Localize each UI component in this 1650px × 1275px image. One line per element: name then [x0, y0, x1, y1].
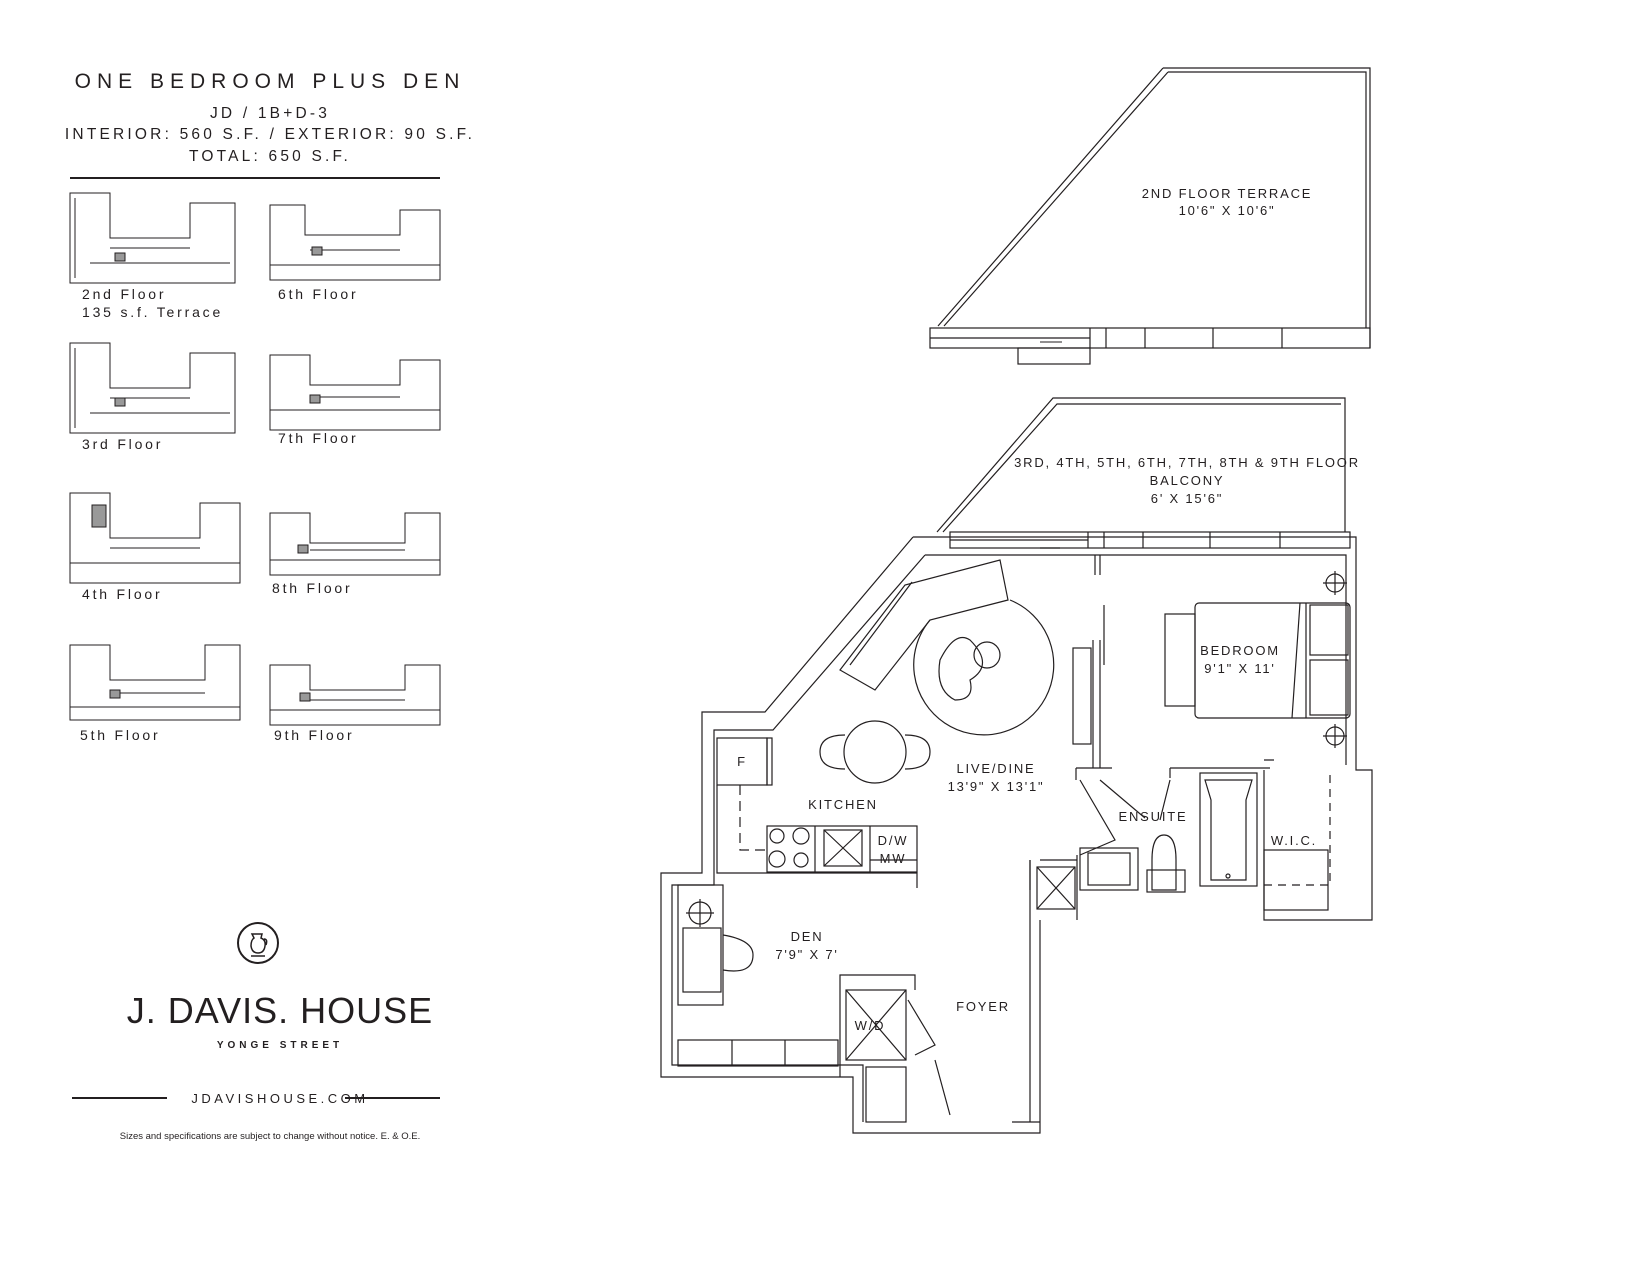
bedroom-label: BEDROOM — [1200, 643, 1280, 658]
keyplan-label: 9th Floor — [274, 727, 355, 743]
live-dine-label: LIVE/DINE — [956, 761, 1035, 776]
keyplan-6th-floor — [269, 204, 441, 281]
washer-dryer-label: W/D — [855, 1018, 886, 1033]
keyplan-7th-floor — [269, 354, 441, 431]
fridge-label: F — [737, 754, 747, 769]
pitcher-logo-icon — [237, 922, 279, 964]
keyplan-label: 7th Floor — [278, 430, 359, 446]
dining-table — [819, 720, 931, 784]
terrace-size: 10'6" X 10'6" — [1179, 203, 1276, 218]
unit-type-title: ONE BEDROOM PLUS DEN — [74, 70, 466, 93]
keyplan-3rd-floor — [69, 342, 236, 434]
terrace-label: 2ND FLOOR TERRACE — [1142, 186, 1313, 201]
keyplan-label: 6th Floor — [278, 286, 359, 302]
keyplan-label: 4th Floor — [82, 586, 163, 602]
unit-areas: INTERIOR: 560 S.F. / EXTERIOR: 90 S.F. — [64, 126, 476, 143]
microwave-label: MW — [880, 851, 907, 866]
keyplan-5th-floor — [69, 644, 241, 721]
den-label: DEN — [791, 929, 824, 944]
disclaimer: Sizes and specifications are subject to … — [119, 1131, 421, 1142]
keyplan-label: 2nd Floor — [82, 286, 167, 302]
live-dine-size: 13'9" X 13'1" — [948, 779, 1045, 794]
brand-name: J. DAVIS. HOUSE — [126, 990, 434, 1031]
balcony-floors: 3RD, 4TH, 5TH, 6TH, 7TH, 8TH & 9TH FLOOR — [1014, 455, 1360, 470]
dishwasher-label: D/W — [878, 833, 909, 848]
balcony-outline — [936, 397, 1351, 549]
unit-code: JD / 1B+D-3 — [209, 105, 331, 122]
key-plans — [69, 192, 441, 726]
unit-exterior-wall — [660, 536, 1373, 1134]
washer-dryer — [839, 974, 951, 1123]
header-divider — [70, 177, 440, 179]
den-fixtures — [677, 884, 839, 1067]
bedroom-size: 9'1" X 11' — [1204, 661, 1275, 676]
balcony-size: 6' X 15'6" — [1151, 491, 1223, 506]
keyplan-8th-floor — [269, 512, 441, 576]
keyplan-note: 135 s.f. Terrace — [82, 304, 224, 320]
divider-left — [72, 1097, 167, 1099]
keyplan-label: 5th Floor — [80, 727, 161, 743]
keyplan-label: 8th Floor — [272, 580, 353, 596]
ensuite-label: ENSUITE — [1119, 809, 1188, 824]
keyplan-label: 3rd Floor — [82, 436, 164, 452]
sofa — [839, 559, 1055, 736]
kitchen-fixtures — [716, 737, 918, 888]
keyplan-2nd-floor — [69, 192, 236, 284]
den-size: 7'9" X 7' — [775, 947, 838, 962]
unit-total-area: TOTAL: 650 S.F. — [188, 148, 351, 165]
terrace-outline — [929, 67, 1371, 365]
website-link[interactable]: JDAVISHOUSE.COM — [191, 1091, 369, 1106]
ensuite-fixtures — [1036, 772, 1331, 911]
keyplan-4th-floor — [69, 492, 241, 584]
bed — [1164, 571, 1351, 748]
kitchen-label: KITCHEN — [808, 797, 878, 812]
unit-interior-wall — [671, 554, 1347, 1123]
foyer-label: FOYER — [956, 999, 1010, 1014]
keyplan-9th-floor — [269, 664, 441, 726]
divider-right — [345, 1097, 440, 1099]
balcony-label: BALCONY — [1150, 473, 1225, 488]
wic-label: W.I.C. — [1271, 833, 1317, 848]
brand-street: YONGE STREET — [216, 1040, 344, 1051]
